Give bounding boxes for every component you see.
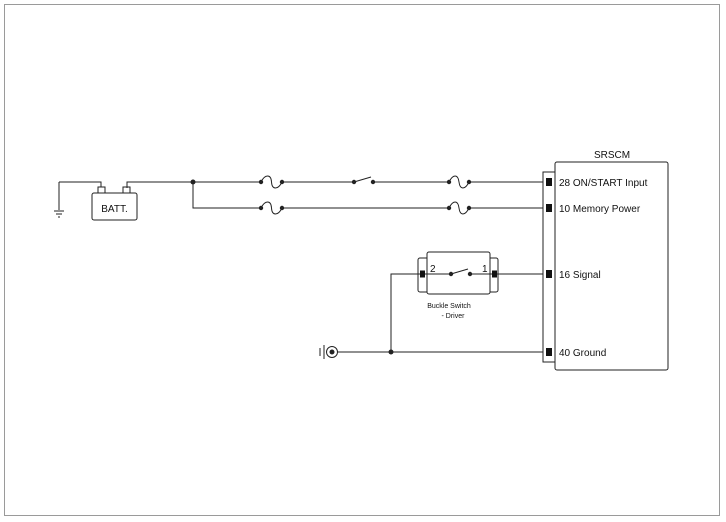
fuse-icon <box>446 201 472 215</box>
chassis-ground-icon <box>319 345 338 359</box>
pin-10-terminal <box>546 204 552 212</box>
pin-16-terminal <box>546 270 552 278</box>
srscm-connector <box>542 171 557 363</box>
srscm-module <box>554 161 669 371</box>
battery-label: BATT. <box>101 204 127 215</box>
switch-ground-wire <box>390 273 420 352</box>
pin-16-label: 16 Signal <box>559 270 601 281</box>
pin-28-terminal <box>546 178 552 186</box>
fuse-icon <box>258 175 285 189</box>
buckle-switch: 2 1 Buckle Switch - Driver <box>417 251 499 320</box>
battery-neg-wire <box>59 181 102 188</box>
buckle-pin-left: 2 <box>430 264 436 275</box>
srscm-title: SRSCM <box>594 150 630 161</box>
fuse-icon <box>446 175 472 189</box>
fuse-icon <box>258 201 285 215</box>
pin-40-terminal <box>546 348 552 356</box>
pin-10-label: 10 Memory Power <box>559 204 641 215</box>
ignition-switch-icon <box>351 176 376 185</box>
battery-pos-wire <box>126 181 193 188</box>
buckle-pin-right: 1 <box>482 264 488 275</box>
battery: BATT. <box>91 186 138 221</box>
battery-ground <box>54 182 64 218</box>
pin-40-label: 40 Ground <box>559 348 606 359</box>
pin-28-label: 28 ON/START Input <box>559 178 648 189</box>
buckle-switch-sublabel: - Driver <box>442 313 466 320</box>
memory-branch-wire <box>192 182 261 209</box>
buckle-switch-label: Buckle Switch <box>427 303 471 310</box>
diagram-frame <box>4 4 720 516</box>
